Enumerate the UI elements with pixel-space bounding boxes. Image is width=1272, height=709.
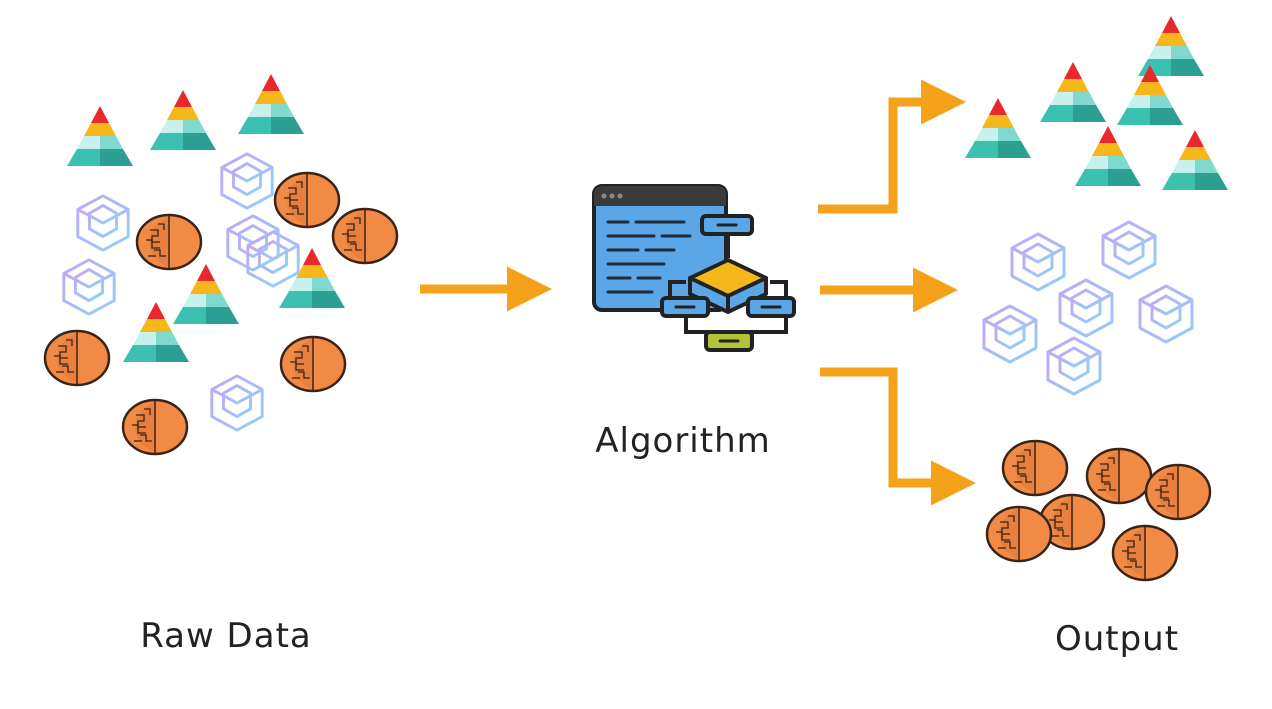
- pyramid-icon: [1040, 62, 1106, 122]
- cube-icon: [1010, 232, 1066, 292]
- pyramid-icon: [238, 74, 304, 134]
- pyramid-icon: [1138, 16, 1204, 76]
- output-coin-group: [985, 439, 1212, 582]
- coin-icon: [273, 171, 341, 229]
- pyramid-icon: [965, 98, 1031, 158]
- arrow-right-icon: [818, 79, 966, 214]
- pyramid-icon: [1075, 126, 1141, 186]
- coin-icon: [331, 207, 399, 265]
- pyramid-icon: [1162, 130, 1228, 190]
- cube-icon: [982, 304, 1038, 364]
- flowchart-window-icon: [592, 184, 796, 352]
- cube-icon: [210, 374, 264, 432]
- cube-icon: [62, 258, 116, 316]
- arrow-right-icon: [820, 367, 976, 506]
- coin-icon: [279, 335, 347, 393]
- pyramid-icon: [123, 302, 189, 362]
- pyramid-icon: [150, 90, 216, 150]
- raw-data-cluster: [43, 74, 399, 456]
- cube-icon: [1101, 220, 1157, 280]
- coin-icon: [121, 398, 189, 456]
- algorithm-label: Algorithm: [595, 421, 771, 461]
- pyramid-icon: [67, 106, 133, 166]
- output-label: Output: [1055, 619, 1179, 659]
- cube-icon: [1058, 278, 1114, 338]
- coin-icon: [1001, 439, 1069, 497]
- cube-icon: [220, 152, 274, 210]
- cube-icon: [1046, 336, 1102, 396]
- coin-icon: [135, 213, 203, 271]
- cube-icon: [1138, 284, 1194, 344]
- cube-icon: [246, 230, 300, 288]
- coin-icon: [1111, 524, 1179, 582]
- coin-icon: [985, 505, 1053, 563]
- coin-icon: [1144, 463, 1212, 521]
- coin-icon: [1085, 447, 1153, 505]
- raw-data-label: Raw Data: [140, 616, 312, 656]
- coin-icon: [43, 329, 111, 387]
- output-pyramid-group: [965, 16, 1228, 190]
- cube-icon: [76, 194, 130, 252]
- output-cube-group: [982, 220, 1194, 396]
- pyramid-icon: [173, 264, 239, 324]
